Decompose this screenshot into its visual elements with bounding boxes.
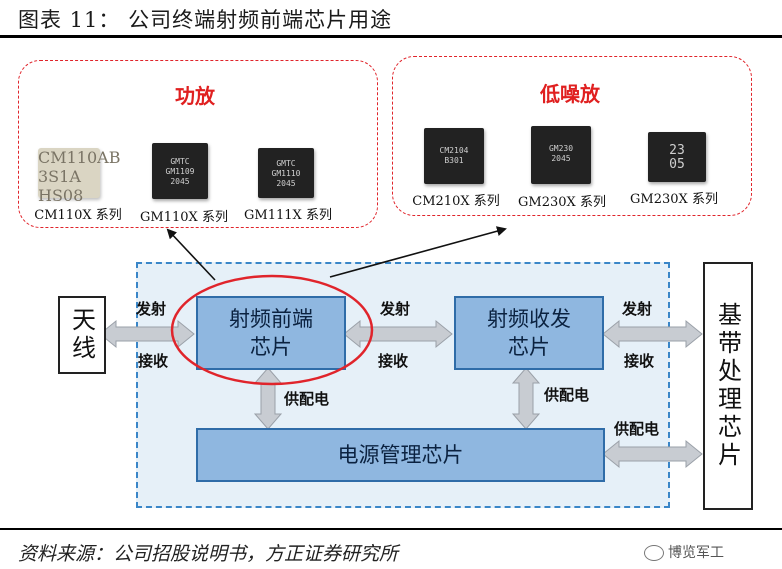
- pointer-to-lna: [329, 226, 507, 278]
- label-bb-tx: 发射: [622, 300, 653, 318]
- source-note: 资料来源：公司招股说明书，方正证券研究所: [18, 543, 399, 565]
- pa-group-title: 功放: [175, 84, 215, 108]
- product-caption: GM230X 系列: [518, 195, 606, 210]
- label-pwr-tr: 供配电: [544, 386, 590, 404]
- label-pwr-bb: 供配电: [614, 420, 660, 438]
- baseband-block: 基带处理芯片: [703, 262, 753, 510]
- product-caption: CM110X 系列: [34, 208, 122, 223]
- antenna-block: 天线: [58, 296, 106, 374]
- transceiver-block: 射频收发 芯片: [454, 296, 604, 370]
- label-ant-rx: 接收: [138, 352, 169, 370]
- chip-marking: CM110AB 3S1A HS08: [38, 148, 121, 205]
- fe-tr-arrow: [343, 319, 453, 349]
- figure-title: 图表 11： 公司终端射频前端芯片用途: [18, 8, 393, 32]
- chip-marking: GM230 2045: [548, 144, 574, 163]
- chip-marking: GMTC GM1110 2045: [271, 159, 301, 188]
- chip-gm111x: GMTC GM1110 2045: [258, 148, 314, 198]
- rf-front-end-block: 射频前端 芯片: [196, 296, 346, 370]
- lna-group-title: 低噪放: [540, 82, 600, 106]
- chip-gm230x-b: 23 05: [648, 132, 706, 182]
- product-caption: GM110X 系列: [140, 210, 228, 225]
- wechat-icon: [644, 545, 664, 561]
- product-caption: GM230X 系列: [630, 192, 718, 207]
- label-bb-rx: 接收: [624, 352, 655, 370]
- watermark-text: 博览军工: [668, 545, 724, 561]
- label-ant-tx: 发射: [136, 300, 167, 318]
- fe-pwr-arrow: [253, 367, 283, 430]
- pointer-to-pa: [166, 228, 216, 281]
- chip-gm230x-a: GM230 2045: [531, 126, 591, 184]
- chip-marking: GMTC GM1109 2045: [165, 157, 195, 186]
- label-fe-rx: 接收: [378, 352, 409, 370]
- product-caption: GM111X 系列: [244, 208, 332, 223]
- product-caption: CM210X 系列: [412, 194, 500, 209]
- chip-marking: CM2104 B301: [439, 146, 469, 165]
- chip-cm210x: CM2104 B301: [424, 128, 484, 184]
- ant-fe-arrow: [99, 319, 195, 349]
- lna-group: [392, 56, 752, 216]
- title-rule: [0, 35, 782, 38]
- pwr-bb-arrow: [602, 439, 703, 469]
- chip-gm110x: GMTC GM1109 2045: [152, 143, 208, 199]
- label-fe-tx: 发射: [380, 300, 411, 318]
- chip-cm110x: CM110AB 3S1A HS08: [38, 148, 120, 205]
- tr-bb-arrow: [602, 319, 703, 349]
- pa-group: [18, 60, 378, 228]
- power-management-block: 电源管理芯片: [196, 428, 605, 482]
- watermark: 博览军工: [644, 542, 724, 562]
- label-pwr-fe: 供配电: [284, 390, 330, 408]
- chip-marking: 23 05: [669, 143, 685, 172]
- source-rule: [0, 528, 782, 530]
- tr-pwr-arrow: [511, 367, 541, 430]
